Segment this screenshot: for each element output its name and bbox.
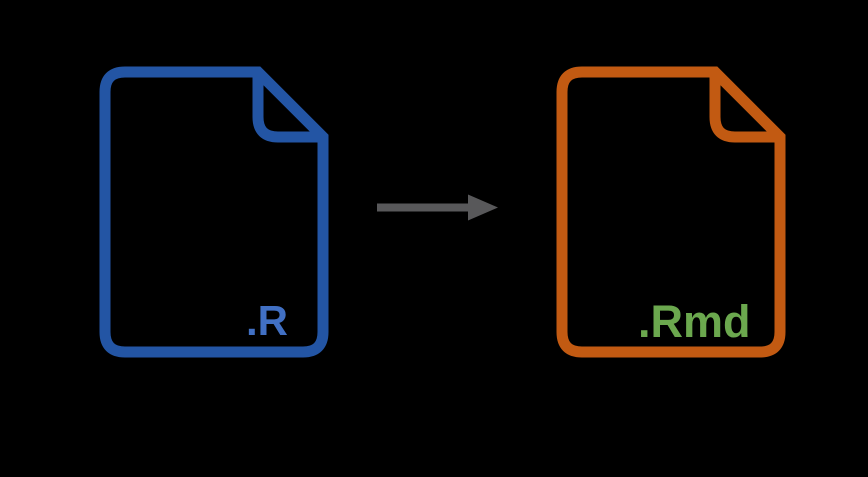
target-file-icon: .Rmd <box>556 66 786 358</box>
source-file-icon: .R <box>99 66 329 358</box>
target-file-extension-label: .Rmd <box>638 296 751 347</box>
folded-corner-icon <box>252 72 323 143</box>
document-outline-icon <box>99 66 329 358</box>
right-arrow-icon <box>377 194 498 221</box>
source-file-extension-label: .R <box>246 297 288 344</box>
folded-corner-icon <box>709 72 780 143</box>
document-outline-icon <box>556 66 786 358</box>
conversion-arrow <box>377 194 498 221</box>
